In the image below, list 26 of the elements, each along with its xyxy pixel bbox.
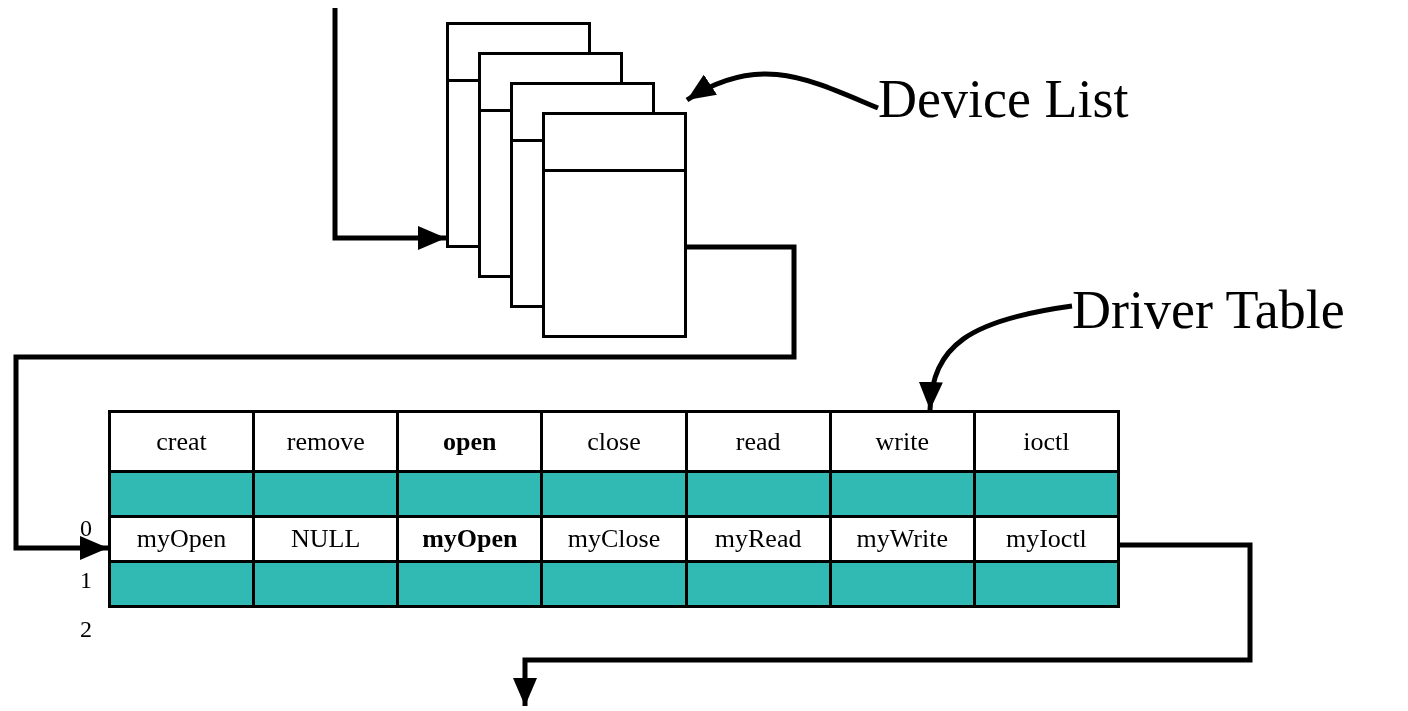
table-cell: write [831,413,973,470]
table-cell: myWrite [831,518,973,560]
table-cell: close [543,413,685,470]
table-cell: read [687,413,829,470]
card-stack-drawing [446,22,687,338]
table-cell: myRead [687,518,829,560]
table-cell: myOpen [399,518,541,560]
table-cell: creat [111,413,253,470]
table-cell: myClose [543,518,685,560]
arrow [13,244,797,560]
arrow [513,542,1253,706]
table-cell: NULL [255,518,397,560]
table-cell: ioctl [975,413,1117,470]
callout-text: Driver Table [1072,283,1345,337]
table-cell: open [399,413,541,470]
table-cell: remove [255,413,397,470]
row-index: 1 [80,568,92,592]
callout-text: Device List [878,72,1129,126]
table-cell: myOpen [111,518,253,560]
arrow [332,8,446,250]
curved-arrow [920,303,1073,411]
row-index: 0 [80,516,92,540]
table-cell: myIoctl [975,518,1117,560]
driver-table [108,410,1120,608]
curved-arrow [685,71,879,111]
row-index: 2 [80,617,92,641]
